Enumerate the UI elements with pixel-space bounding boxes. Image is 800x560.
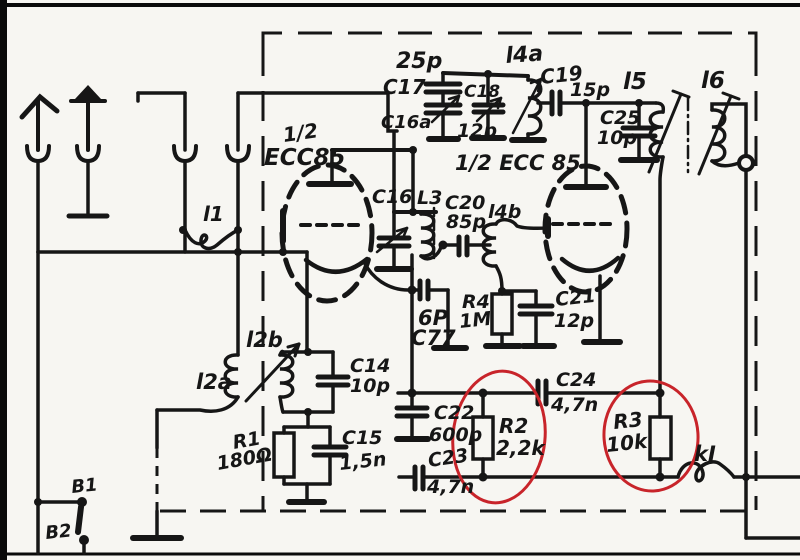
coil-l4a [509,74,547,143]
label-l4a: l4a [505,41,544,69]
antenna-section [19,85,399,555]
label-c17: C17 [383,75,426,99]
label-tube1-half: 1/2 [281,118,319,147]
cap-c7 [410,278,469,351]
coil-l3 [419,206,443,264]
label-l5: l5 [623,69,647,95]
label-r1-value: 180Ω [215,444,274,475]
highlight-r2 [451,369,547,505]
label-b1: B1 [70,474,98,498]
label-c19-value: 15p [570,79,610,101]
label-c20-value: 85p [446,211,486,233]
label-c22: C22 [434,402,474,424]
label-c23: C23 [427,445,470,472]
label-c16a: C16a [381,112,431,133]
label-r4: R4 [462,291,490,313]
label-c7-value: 6P [418,306,449,330]
label-c19: C19 [539,61,584,89]
label-l4b: l4b [488,201,521,223]
label-l3: L3 [417,187,442,209]
cap-c17 [423,71,463,95]
coil-l4b [481,222,498,268]
label-c21-value: 12p [554,310,594,332]
label-tube1-name: ECC85 [264,145,345,171]
label-c20: C20 [445,192,485,214]
label-l2b: l2b [246,328,283,352]
coil-l5 [648,110,665,159]
cap-c21 [517,289,557,349]
label-c14: C14 [350,355,390,377]
label-l6: l6 [701,68,725,94]
cap-c16-variable [374,226,414,272]
highlight-circles [451,369,700,505]
cap-c20 [456,234,470,258]
label-c15-value: 1,5n [338,448,387,475]
label-c22-value: 600p [429,424,482,446]
tube1 [279,148,410,304]
tuning-arrow-icon [244,342,301,403]
mixer-grid-section [481,216,557,349]
label-r4-value: 1M [458,308,492,333]
b1-b2-terminals [75,497,89,555]
label-c21: C21 [554,285,596,311]
label-c24-value: 4,7n [550,394,598,416]
label-c16: C16 [372,186,412,208]
cap-c14 [315,350,351,414]
coil-l2a [223,353,240,399]
tube2 [542,101,630,345]
label-c15: C15 [342,427,382,449]
coil-l6 [710,108,727,163]
l3-c16-tank [330,131,492,292]
label-l2a: l2a [196,370,232,394]
label-c25: C25 [600,107,640,129]
highlight-r3 [602,379,700,493]
label-r3: R3 [612,407,644,434]
input-transformer [130,342,351,541]
plug-connector-icons [25,144,251,164]
cap-c22 [394,391,431,442]
shield-box [155,31,758,513]
cap-c15 [311,425,349,486]
cap-c16a-variable [423,90,463,142]
antenna-arrow-icon [19,93,60,152]
resistor-r3 [648,391,673,479]
labels: 25p C17 C16a C18 12p l4a C19 15p l5 l6 C… [44,41,725,544]
label-tube2-name: 1/2 ECC 85 [455,151,581,175]
bottom-network [394,278,800,540]
label-c17-value: 25p [396,49,442,74]
core-adjust-arrows [647,89,741,176]
output-terminal-icon [737,154,755,172]
cap-c23 [397,464,426,492]
label-c14-value: 10p [350,375,390,397]
cap-c18-trimmer [469,72,507,141]
cap-c19 [549,89,563,117]
coil-l1 [183,228,240,251]
label-c7: C77 [411,326,456,350]
choke-ki [676,460,736,483]
label-c18-value: 12p [457,120,497,142]
junction-dots [34,70,750,506]
label-r2-value: 2,2k [496,436,546,460]
label-l1: l1 [203,202,224,226]
label-c25-value: 10p [597,127,637,149]
label-c24: C24 [556,369,596,391]
coil-l2b [278,353,295,399]
label-r1: R1 [231,427,262,454]
label-b2: B2 [44,520,72,544]
antenna-roof-icon [69,85,107,152]
resistor-r1 [272,425,296,486]
label-r3-value: 10k [605,429,650,457]
output-transformer [647,89,755,479]
label-ki: kI [694,442,716,466]
label-c18: C18 [464,82,500,102]
label-c23-value: 4,7n [426,476,474,498]
label-r2: R2 [499,414,528,438]
